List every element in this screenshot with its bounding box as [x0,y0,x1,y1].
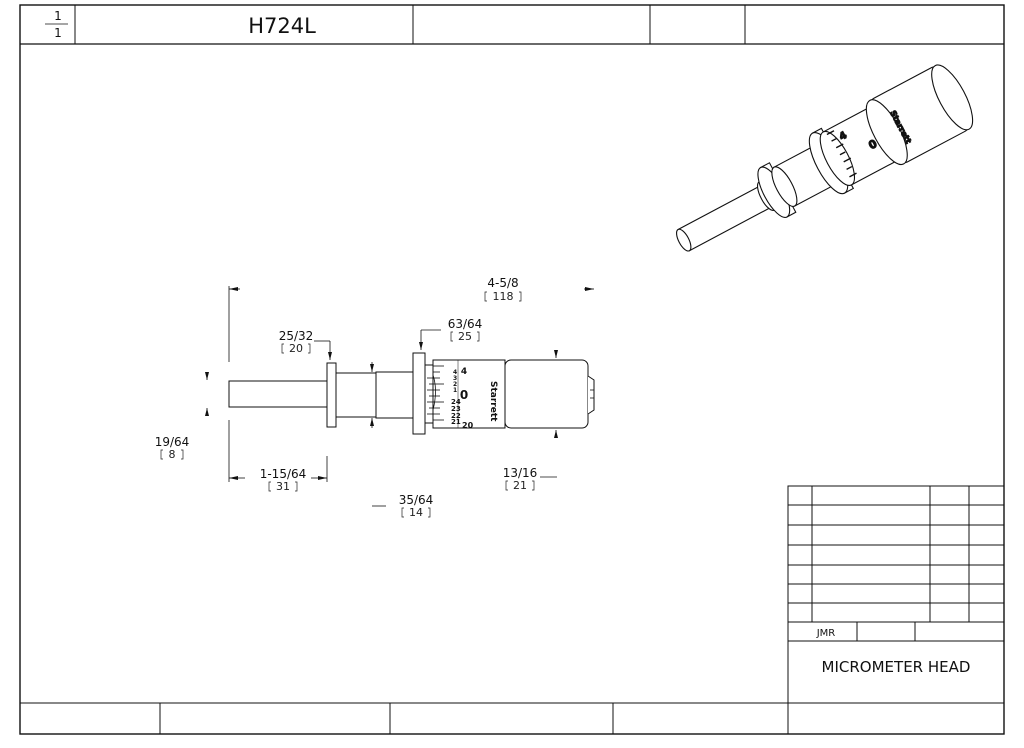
sheet-frame [19,4,1005,735]
ratchet-cap [504,359,589,429]
brand-logo-front: Starrett [488,381,498,422]
dim-flange-gap-mm: 14 [409,506,423,519]
spindle [228,380,328,408]
bracket-thimble [281,343,311,354]
dim-flange-gap-inch: 35/64 [399,493,434,507]
thimble-num-23: 23 [451,405,461,413]
collar [335,372,377,418]
sleeve-num-2: 2 [453,381,457,388]
thimble-num-21: 21 [451,418,461,426]
dim-flange-inch: 63/64 [448,317,483,331]
bracket-spindle [160,449,184,460]
dim-spindle-length-inch: 1-15/64 [260,467,307,481]
dim-overall-inch: 4-5/8 [487,276,518,290]
sheet-number: 1 [54,9,62,23]
drawing-title: MICROMETER HEAD [822,658,971,676]
sleeve-num-3: 3 [453,375,457,382]
title-block [787,485,1005,704]
dim-barrel-mm: 21 [513,479,527,492]
dim-barrel-inch: 13/16 [503,466,538,480]
bracket-flange-gap [401,507,431,518]
sheet-total: 1 [54,26,62,40]
barrel [375,371,414,419]
drawn-by: JMR [816,628,836,639]
dim-spindle-inch: 19/64 [155,435,190,449]
dim-spindle-length-mm: 31 [276,480,290,493]
bracket-barrel [505,480,535,491]
bottom-strip [20,702,1004,734]
sleeve-num-1: 1 [453,387,457,394]
dim-flange-mm: 25 [458,330,472,343]
sleeve-num-0: 4 [461,367,467,377]
dim-thimble-inch: 25/32 [279,329,314,343]
flange-right [412,352,426,435]
flange-left [326,362,337,428]
micrometer-front-view [228,352,595,435]
thimble-num-22: 22 [451,412,461,420]
sleeve-graduations [427,360,459,428]
bracket-spindle-length [268,481,298,492]
part-number: H724L [248,14,316,38]
iso-thimble [819,130,856,186]
thimble [432,359,506,429]
bracket-flange [450,331,480,342]
dimension-arrows [205,287,594,480]
thimble-num-24: 24 [451,398,461,406]
dim-overall-mm: 118 [493,290,514,303]
micrometer-isometric-view: 4 0 Starrett [676,64,974,252]
thimble-num-20: 20 [462,421,474,430]
bracket-overall [484,291,522,302]
ratchet-end [587,375,595,415]
sleeve-num-4: 4 [453,369,457,376]
iso-cap-end [931,64,974,131]
iso-spindle-tip [676,228,692,252]
dim-thimble-mm: 20 [289,342,303,355]
thimble-zero: 0 [460,388,468,402]
dim-spindle-mm: 8 [169,448,176,461]
